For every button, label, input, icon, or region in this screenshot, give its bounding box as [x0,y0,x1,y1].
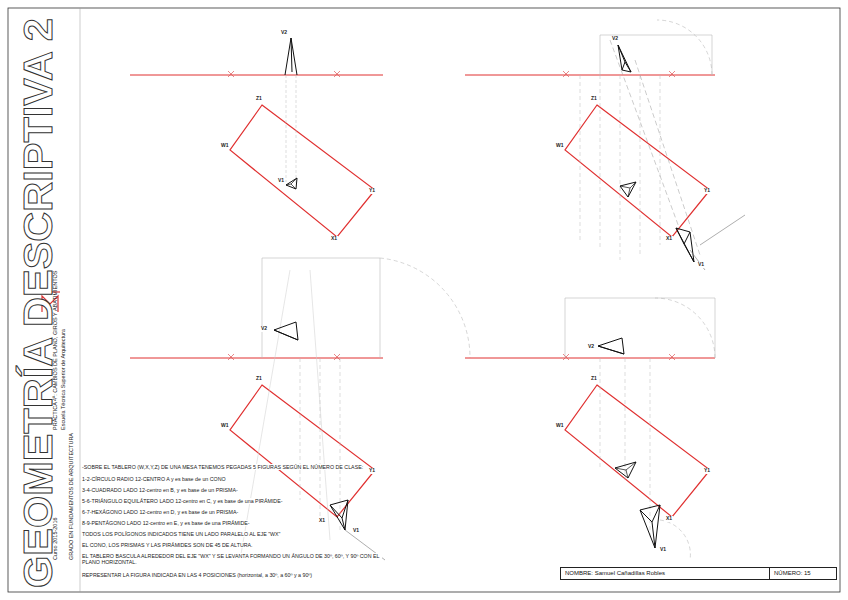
title-block-text: GRADO EN FUNDAMENTOS DE ARQUITECTURA [68,433,74,560]
title-block-text: Escuela Técnica Superior de Arquitectura [60,329,66,430]
name-field: NOMBRE: Samuel Cañadillas Robles [560,567,770,580]
point-label: Z1 [255,376,263,382]
statement-line: 5-6-TRIÁNGULO EQUILÁTERO LADO 12-centro … [82,498,282,504]
point-label: V1 [697,262,705,268]
panel-horizontal [130,38,383,237]
panel-30-degrees [465,20,745,270]
point-label: X1 [665,516,673,522]
point-label: Y1 [703,468,711,474]
statement-line: 6-7-HEXÁGONO LADO 12-centro en D, y es b… [82,509,238,515]
title-block-text: Curso 2015-2016 [52,517,58,560]
point-label: X1 [318,518,326,524]
point-label: X1 [330,236,338,242]
field-text: NOMBRE: Samuel Cañadillas Robles [561,568,769,578]
panel-90-degrees [465,298,715,560]
point-label: V1 [277,178,285,184]
statement-line: -SOBRE EL TABLERO (W,X,Y,Z) DE UNA MESA … [82,464,363,470]
point-label: V1 [352,528,360,534]
point-label: W1 [555,423,565,429]
point-label: W1 [220,423,230,429]
point-label: V2 [611,36,619,42]
point-label: Y1 [368,468,376,474]
number-field: NÚMERO: 15 [769,567,837,580]
point-label: W1 [555,143,565,149]
field-text: NÚMERO: 15 [770,568,836,578]
statement-line: EL TABLERO BASCULA ALREDEDOR DEL EJE "WX… [82,553,382,565]
statement-line: EL CONO, LOS PRISMAS Y LAS PIRÁMIDES SON… [82,542,253,548]
point-label: W1 [220,143,230,149]
point-label: Z1 [590,376,598,382]
statement-line: 3-4-CUADRADO LADO 12-centro en B, y es b… [82,487,238,493]
point-label: Z1 [590,96,598,102]
point-label: Y1 [703,188,711,194]
statement-line: TODOS LOS POLÍGONOS INDICADOS TIENE UN L… [82,531,280,537]
sheet-frame [8,8,840,592]
statement-line: REPRESENTAR LA FIGURA INDICADA EN LAS 4 … [82,572,312,578]
statement-line: 1-2-CÍRCULO RADIO 12-CENTRO A y es base … [82,476,226,482]
title-block-text: PRÁCTICA 4ª: CAMBIOS DE PLANO, GIROS Y A… [52,271,58,430]
title-strip-border [80,8,81,592]
point-label: Y1 [368,188,376,194]
point-label: V1 [659,547,667,553]
statement-line: 8-9-PENTÁGONO LADO 12-centro en E, y es … [82,520,250,526]
point-label: X1 [665,236,673,242]
point-label: Z1 [255,96,263,102]
point-label: V2 [260,326,268,332]
point-label: V2 [280,30,288,36]
point-label: V2 [587,344,595,350]
